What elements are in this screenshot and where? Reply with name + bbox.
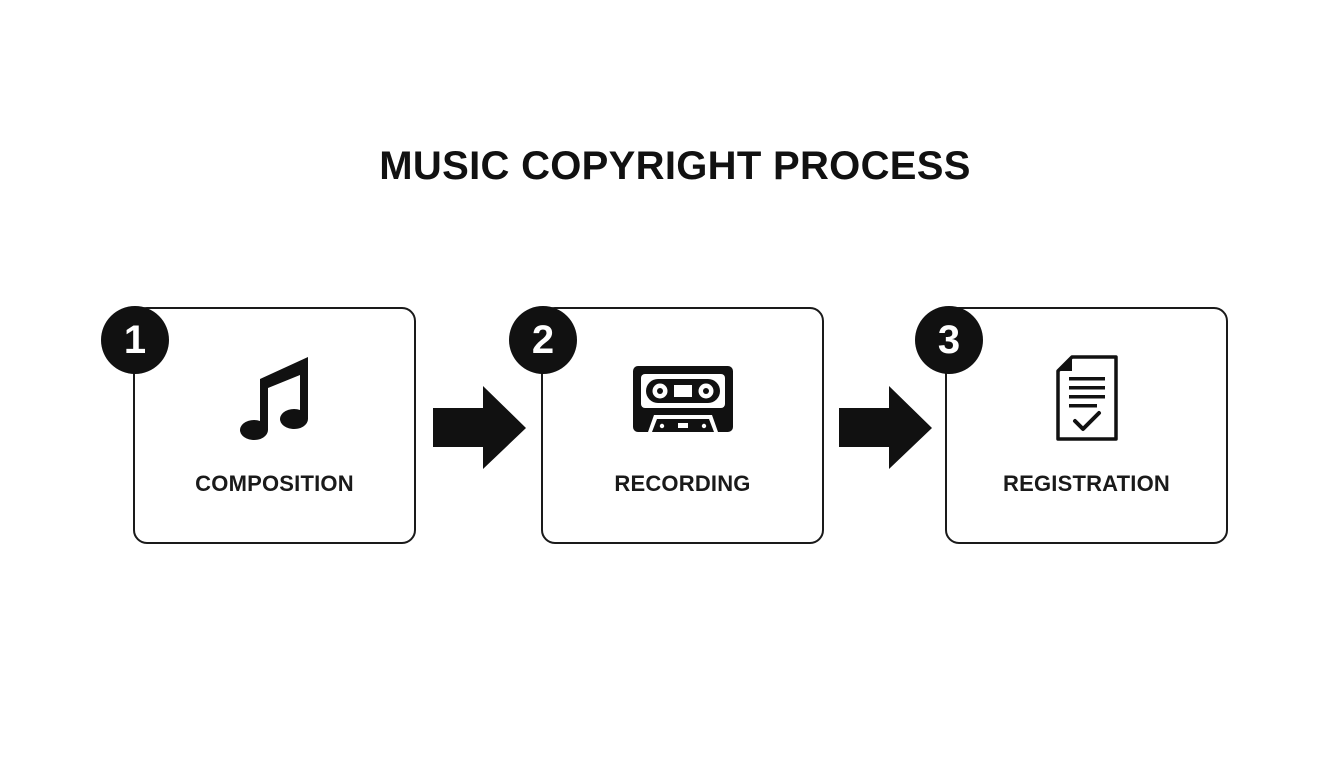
document-check-icon <box>1055 355 1118 441</box>
step-card-registration: REGISTRATION <box>945 307 1228 544</box>
right-arrow-icon <box>433 386 526 469</box>
step-label: COMPOSITION <box>195 471 354 496</box>
step-label: REGISTRATION <box>1003 471 1170 496</box>
step-card-composition: COMPOSITION <box>133 307 416 544</box>
music-note-icon <box>239 357 308 441</box>
right-arrow-icon <box>839 386 932 469</box>
step-number-badge: 2 <box>509 306 577 374</box>
step-number-badge: 1 <box>101 306 169 374</box>
step-number-badge: 3 <box>915 306 983 374</box>
cassette-tape-icon <box>632 366 733 432</box>
diagram-title: MUSIC COPYRIGHT PROCESS <box>379 144 971 188</box>
step-label: RECORDING <box>614 471 751 496</box>
step-card-recording: RECORDING <box>541 307 824 544</box>
